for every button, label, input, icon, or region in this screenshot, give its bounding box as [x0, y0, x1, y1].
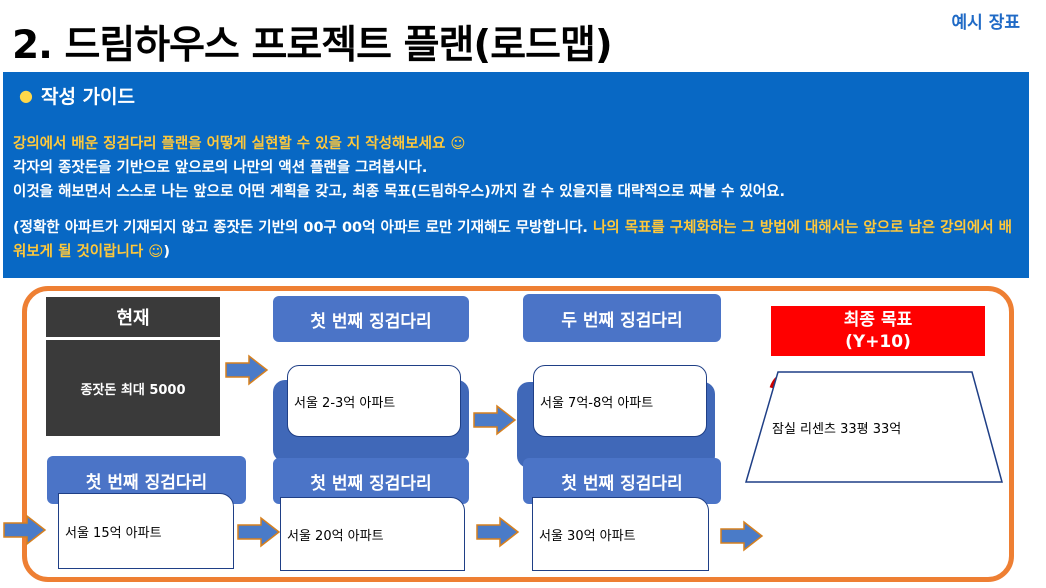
guide-line-4: (정확한 아파트가 기재되지 않고 종잣돈 기반의 00구 00억 아파트 로만… — [13, 216, 1019, 264]
arrow-right-icon — [225, 354, 269, 386]
guide-line-4-white: (정확한 아파트가 기재되지 않고 종잣돈 기반의 00구 00억 아파트 로만… — [13, 220, 588, 236]
guide-line-4-yellow: 나의 목표를 구체화하는 그 방법에 대해서는 앞으로 남은 강의에서 배워보게… — [13, 220, 1012, 260]
current-header: 현재 — [46, 297, 220, 337]
arrow-right-icon — [237, 516, 281, 548]
goal-header-line2: (Y+10) — [845, 332, 911, 352]
top-step1-card: 서울 2-3억 아파트 — [287, 365, 461, 437]
bottom-step1-card: 서울 15억 아파트 — [58, 493, 234, 569]
bottom-step2-header: 첫 번째 징검다리 — [273, 458, 469, 504]
example-badge: 예시 장표 — [951, 13, 1020, 33]
goal-body: 잠실 리센츠 33평 33억 — [772, 422, 902, 437]
arrow-right-icon — [720, 520, 764, 552]
smile-emoji-icon: ☺ — [450, 136, 466, 152]
guide-heading-text: 작성 가이드 — [40, 86, 135, 108]
bottom-step3-card: 서울 30억 아파트 — [532, 497, 709, 571]
guide-body: 강의에서 배운 징검다리 플랜을 어떻게 실현할 수 있을 지 작성해보세요 ☺… — [13, 132, 1019, 264]
page-title: 2. 드림하우스 프로젝트 플랜(로드맵) — [12, 23, 613, 68]
goal-header: 최종 목표 (Y+10) — [771, 306, 985, 356]
goal-header-line1: 최종 목표 — [843, 310, 913, 330]
guide-panel: ● 작성 가이드 강의에서 배운 징검다리 플랜을 어떻게 실현할 수 있을 지… — [3, 72, 1029, 278]
guide-line-3: 이것을 해보면서 스스로 나는 앞으로 어떤 계획을 갖고, 최종 목표(드림하… — [13, 184, 786, 200]
current-body: 종잣돈 최대 5000 — [46, 340, 220, 436]
guide-line-1: 강의에서 배운 징검다리 플랜을 어떻게 실현할 수 있을 지 작성해보세요 ☺ — [13, 132, 1019, 156]
guide-heading: ● 작성 가이드 — [19, 82, 135, 109]
guide-line-2: 각자의 종잣돈을 기반으로 앞으로의 나만의 액션 플랜을 그려봅시다. — [13, 160, 428, 176]
top-step2-header: 두 번째 징검다리 — [523, 294, 721, 342]
smile-emoji-icon: ☺ — [148, 244, 164, 260]
bottom-step2-card: 서울 20억 아파트 — [280, 497, 465, 571]
arrow-right-icon — [473, 404, 517, 436]
roadmap-frame — [22, 286, 1014, 582]
lightbulb-icon: ● — [19, 86, 33, 105]
top-step2-card: 서울 7억-8억 아파트 — [533, 365, 707, 437]
bottom-step3-header: 첫 번째 징검다리 — [523, 458, 721, 504]
top-step1-header: 첫 번째 징검다리 — [273, 296, 469, 342]
guide-line-1-text: 강의에서 배운 징검다리 플랜을 어떻게 실현할 수 있을 지 작성해보세요 — [13, 136, 446, 152]
arrow-right-icon — [476, 516, 520, 548]
guide-line-4-close: ) — [163, 244, 170, 260]
arrow-right-icon — [3, 514, 47, 546]
goal-shape — [745, 371, 1003, 483]
